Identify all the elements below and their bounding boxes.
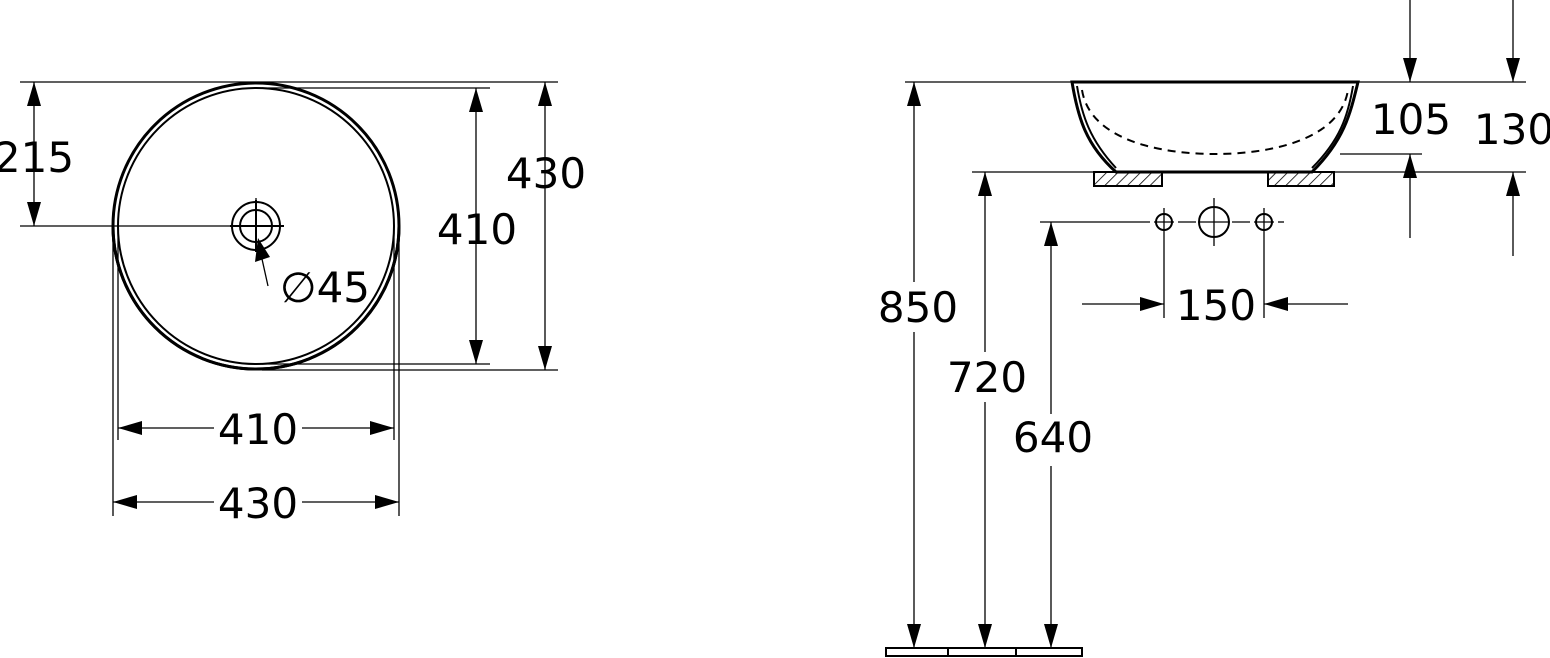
dim-130-label: 130	[1474, 105, 1550, 154]
dim-850-label: 850	[878, 283, 958, 332]
side-view: 105 130 150 850 720 640	[878, 0, 1550, 657]
basin-profile	[1070, 80, 1360, 174]
support-right	[1267, 171, 1335, 187]
basin-rim-shadow	[111, 225, 401, 371]
dim-430-vertical-label: 430	[506, 149, 586, 198]
dim-diameter-label: ∅45	[280, 263, 370, 312]
dim-215-label: 215	[0, 133, 74, 182]
support-left	[1093, 171, 1163, 187]
top-view: 215 430 410 ∅45 410 430	[0, 81, 586, 528]
floor-line	[885, 647, 1083, 657]
basin-interior-dashed	[1081, 89, 1349, 156]
dim-640-label: 640	[1013, 413, 1093, 462]
dim-410-vertical-label: 410	[437, 205, 517, 254]
dim-105-label: 105	[1371, 95, 1451, 144]
dim-150-label: 150	[1176, 281, 1256, 330]
dim-430-horizontal-label: 430	[218, 479, 298, 528]
dim-410-horizontal-label: 410	[218, 405, 298, 454]
dim-720-label: 720	[947, 353, 1027, 402]
